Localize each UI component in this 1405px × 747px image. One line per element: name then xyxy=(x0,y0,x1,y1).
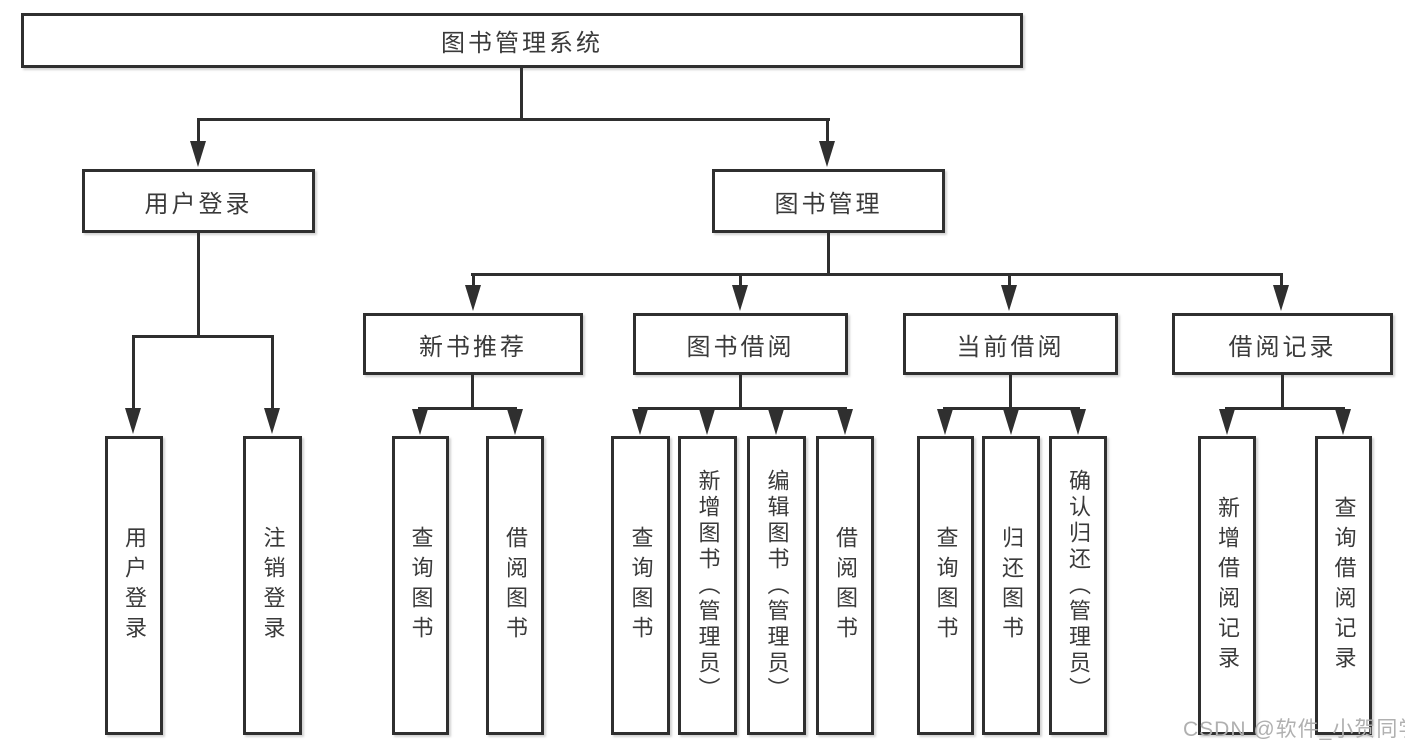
connector-group-vertical xyxy=(471,375,474,407)
arrowhead-down-icon xyxy=(768,409,784,435)
arrowhead-down-icon xyxy=(937,409,953,435)
connector-group-horizontal xyxy=(1225,407,1345,410)
connector-group-horizontal xyxy=(418,407,517,410)
arrowhead-down-icon xyxy=(1001,285,1017,311)
leaf-add-books-admin: 新增图书（管理员） xyxy=(678,436,737,735)
arrowhead-down-icon xyxy=(1070,409,1086,435)
connector-stub xyxy=(1008,276,1011,287)
leaf-search-borrow-record: 查询借阅记录 xyxy=(1315,436,1372,735)
arrowhead-down-icon xyxy=(264,408,280,434)
arrowhead-down-icon xyxy=(190,141,206,167)
arrowhead-down-icon xyxy=(1219,409,1235,435)
connector-stub xyxy=(472,276,475,287)
arrowhead-down-icon xyxy=(837,409,853,435)
connector-book-mgmt-vertical xyxy=(827,233,830,273)
leaf-search-books: 查询图书 xyxy=(392,436,449,735)
arrowhead-down-icon xyxy=(819,141,835,167)
arrowhead-down-icon xyxy=(732,285,748,311)
leaf-label: 查询图书 xyxy=(628,525,654,646)
node-new-book-recommend: 新书推荐 xyxy=(363,313,583,375)
leaf-logout: 注销登录 xyxy=(243,436,302,735)
arrowhead-down-icon xyxy=(465,285,481,311)
node-label: 当前借阅 xyxy=(956,333,1065,361)
connector-root-horizontal xyxy=(197,118,830,121)
connector-user-login-horizontal xyxy=(132,335,274,338)
node-label: 图书管理 xyxy=(774,190,883,218)
connector-book-mgmt-horizontal xyxy=(471,273,1283,276)
arrowhead-down-icon xyxy=(1273,285,1289,311)
leaf-label: 归还图书 xyxy=(999,525,1024,646)
node-label: 图书管理系统 xyxy=(441,30,603,57)
node-current-borrowing: 当前借阅 xyxy=(903,313,1118,375)
connector-stub xyxy=(826,121,829,143)
leaf-label: 编辑图书（管理员） xyxy=(764,468,790,703)
arrowhead-down-icon xyxy=(125,408,141,434)
leaf-label: 借阅图书 xyxy=(833,525,858,646)
leaf-label: 查询图书 xyxy=(933,525,959,646)
leaf-add-borrow-record: 新增借阅记录 xyxy=(1198,436,1256,735)
connector-stub xyxy=(197,121,200,143)
arrowhead-down-icon xyxy=(412,409,428,435)
connector-stub xyxy=(132,338,135,408)
connector-group-vertical xyxy=(1281,375,1284,407)
node-book-management: 图书管理 xyxy=(712,169,945,233)
node-user-login: 用户登录 xyxy=(82,169,315,233)
arrowhead-down-icon xyxy=(507,409,523,435)
node-label: 新书推荐 xyxy=(419,333,527,361)
connector-group-horizontal xyxy=(943,407,1080,410)
leaf-label: 查询借阅记录 xyxy=(1331,495,1357,676)
node-borrowing-records: 借阅记录 xyxy=(1172,313,1393,375)
connector-group-vertical xyxy=(739,375,742,407)
leaf-edit-books-admin: 编辑图书（管理员） xyxy=(747,436,806,735)
csdn-watermark: CSDN @软件_小贺同学 xyxy=(1183,718,1405,741)
leaf-label: 用户登录 xyxy=(122,525,147,646)
node-label: 用户登录 xyxy=(144,190,253,218)
arrowhead-down-icon xyxy=(1003,409,1019,435)
leaf-label: 借阅图书 xyxy=(503,525,528,646)
connector-stub xyxy=(1280,276,1283,287)
leaf-return-books: 归还图书 xyxy=(982,436,1040,735)
leaf-borrow-books: 借阅图书 xyxy=(486,436,544,735)
connector-root-vertical xyxy=(520,68,523,121)
connector-user-login-vertical xyxy=(197,233,200,335)
leaf-label: 确认归还（管理员） xyxy=(1066,468,1091,703)
leaf-label: 新增图书（管理员） xyxy=(695,468,721,703)
connector-stub xyxy=(271,338,274,408)
leaf-label: 注销登录 xyxy=(260,525,286,646)
leaf-search-books: 查询图书 xyxy=(917,436,974,735)
node-library-management-system: 图书管理系统 xyxy=(21,13,1023,68)
arrowhead-down-icon xyxy=(1335,409,1351,435)
node-label: 图书借阅 xyxy=(686,333,795,361)
leaf-search-books: 查询图书 xyxy=(611,436,670,735)
arrowhead-down-icon xyxy=(699,409,715,435)
leaf-label: 新增借阅记录 xyxy=(1215,495,1240,676)
connector-group-vertical xyxy=(1009,375,1012,407)
connector-group-horizontal xyxy=(638,407,847,410)
leaf-confirm-return-admin: 确认归还（管理员） xyxy=(1049,436,1107,735)
leaf-borrow-books: 借阅图书 xyxy=(816,436,874,735)
leaf-user-login: 用户登录 xyxy=(105,436,163,735)
leaf-label: 查询图书 xyxy=(408,525,434,646)
arrowhead-down-icon xyxy=(632,409,648,435)
node-label: 借阅记录 xyxy=(1228,333,1337,361)
connector-stub xyxy=(739,276,742,287)
node-book-borrowing: 图书借阅 xyxy=(633,313,848,375)
